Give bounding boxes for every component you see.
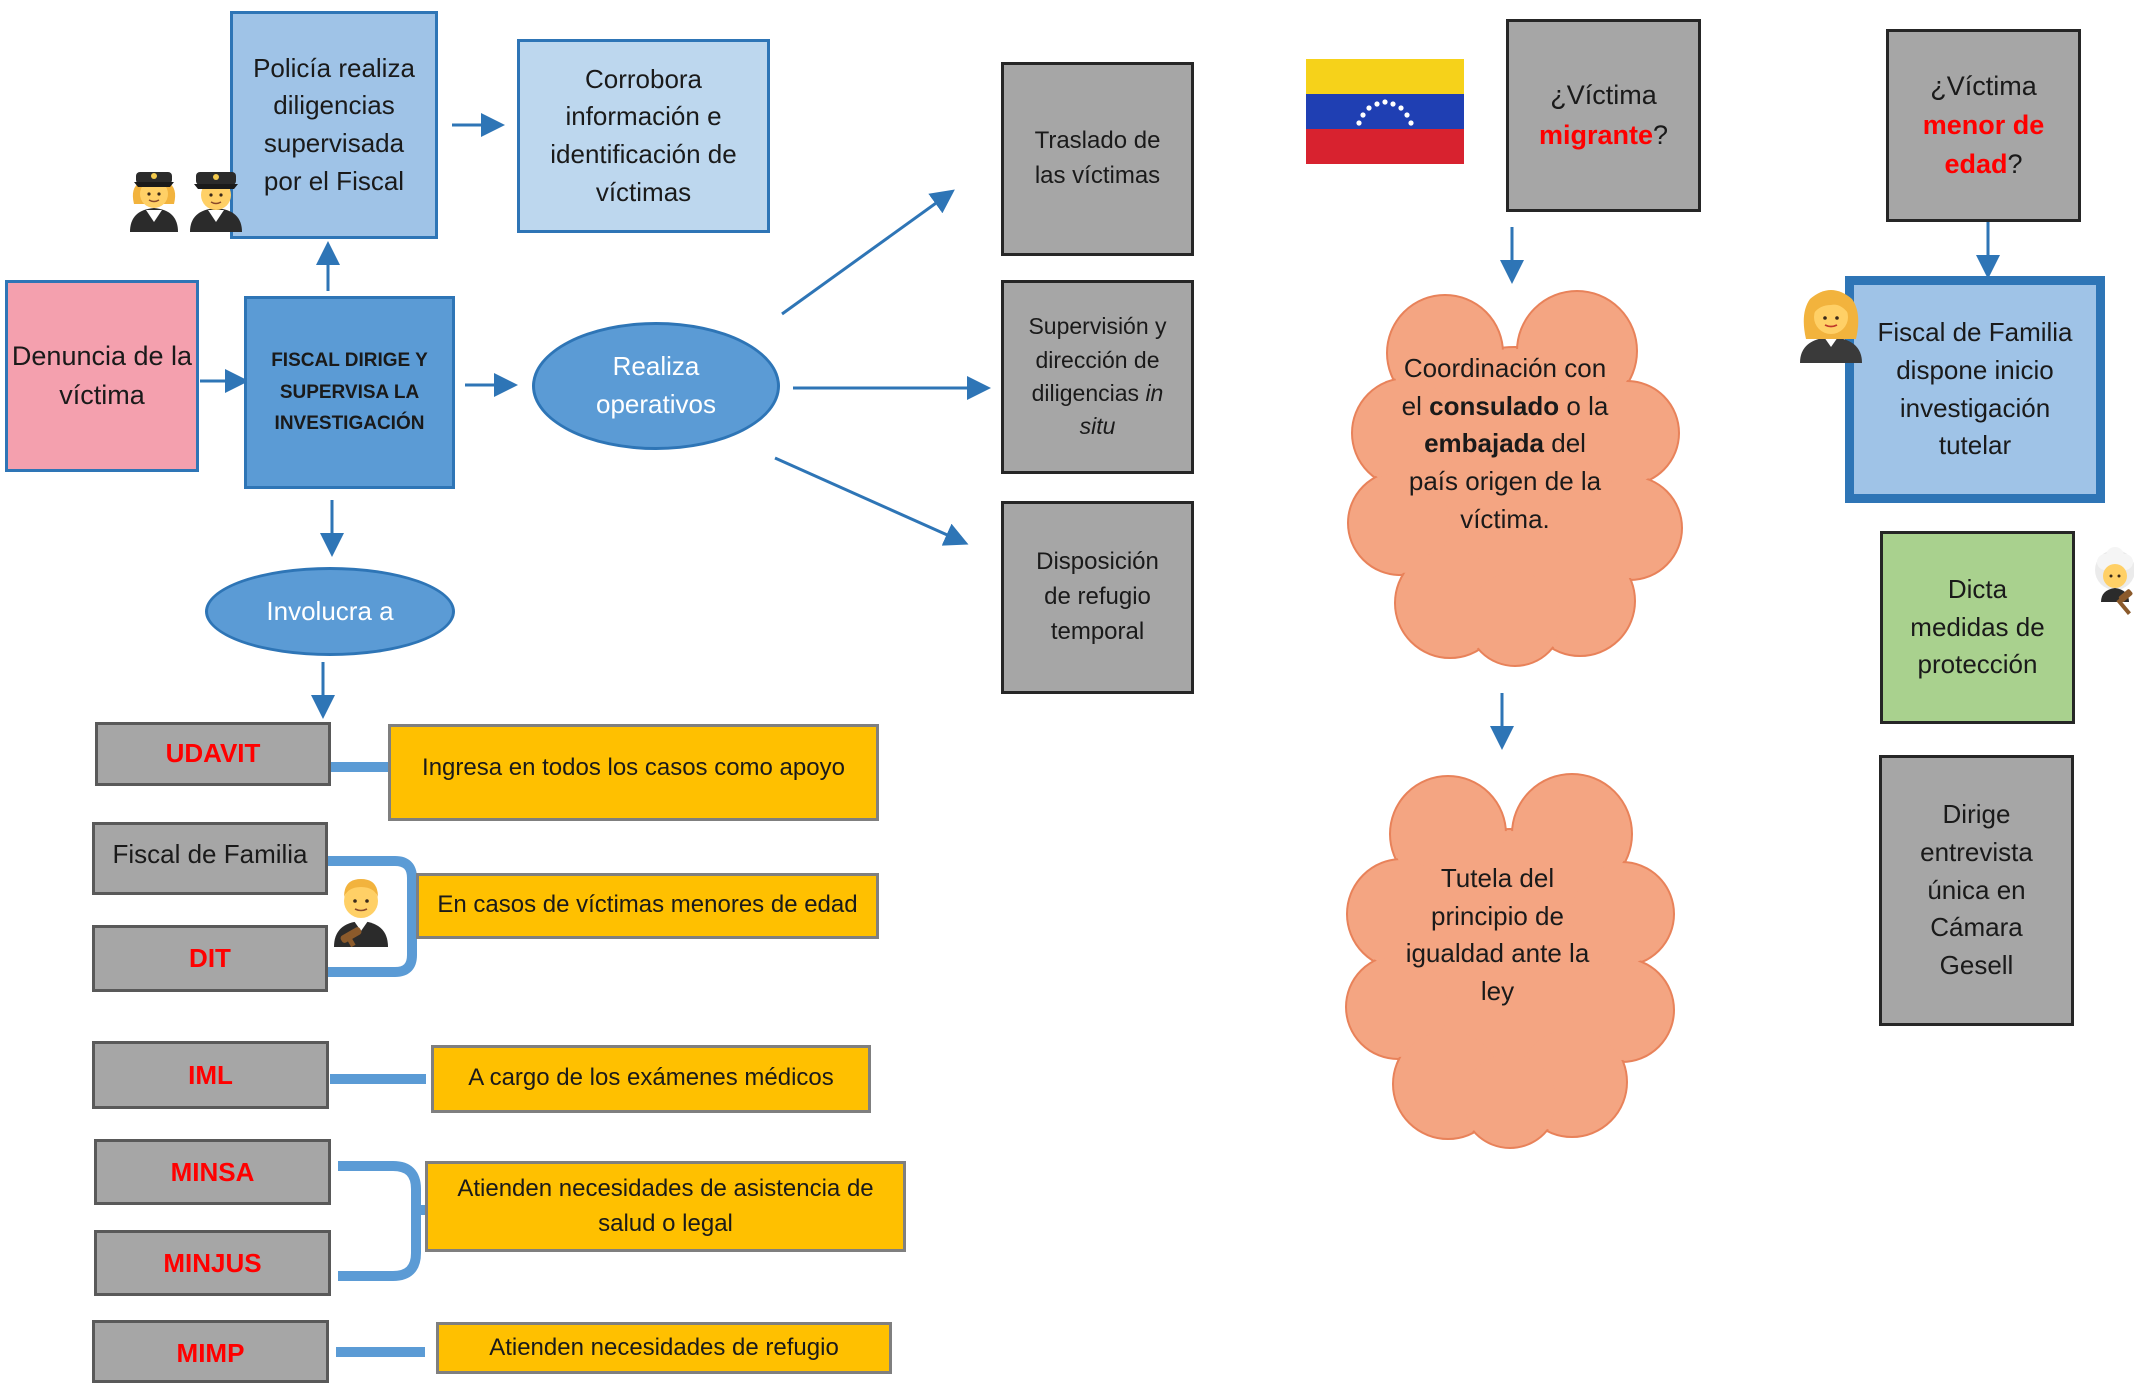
migrante-question-text: ¿Víctima migrante? bbox=[1538, 80, 1669, 150]
coordinacion-text: Coordinación con el consulado o la embaj… bbox=[1401, 353, 1609, 534]
corrobora-text: Corrobora información e identificación d… bbox=[550, 63, 737, 207]
iml-desc-box: A cargo de los exámenes médicos bbox=[431, 1045, 871, 1113]
udavit-label: UDAVIT bbox=[165, 738, 261, 768]
coordinacion-cloud bbox=[1347, 290, 1683, 667]
arrow-realiza-to-traslado bbox=[781, 189, 955, 316]
venezuela-flag-icon bbox=[1306, 59, 1464, 164]
mimp-box: MIMP bbox=[92, 1320, 329, 1383]
corrobora-box: Corrobora información e identificación d… bbox=[517, 39, 770, 233]
disposicion-text: Disposición de refugio temporal bbox=[1036, 548, 1159, 645]
minjus-box: MINJUS bbox=[94, 1230, 331, 1296]
police-officers-icon bbox=[130, 172, 242, 232]
judge-man-icon bbox=[334, 879, 388, 947]
involucra-oval: Involucra a bbox=[205, 567, 455, 656]
realiza-text: Realiza operativos bbox=[596, 351, 716, 419]
dirige-entrevista-text: Dirige entrevista única en Cámara Gesell bbox=[1920, 799, 2033, 981]
menores-desc-box: En casos de víctimas menores de edad bbox=[416, 873, 879, 939]
policia-box: Policía realiza diligencias supervisada … bbox=[230, 11, 438, 239]
salud-desc-box: Atienden necesidades de asistencia de sa… bbox=[425, 1161, 906, 1252]
tutela-cloud bbox=[1345, 773, 1675, 1149]
dit-label: DIT bbox=[189, 943, 231, 973]
woman-official-icon bbox=[1800, 290, 1862, 363]
menores-desc-text: En casos de víctimas menores de edad bbox=[437, 891, 858, 918]
bracket-fiscal-dit bbox=[325, 856, 417, 977]
fiscal-dirige-text: FISCAL DIRIGE Y SUPERVISA LA INVESTIGACI… bbox=[271, 350, 428, 435]
supervision-text: Supervisión y dirección de diligencias i… bbox=[1028, 313, 1167, 440]
policia-text: Policía realiza diligencias supervisada … bbox=[253, 52, 415, 196]
udavit-desc-text: Ingresa en todos los casos como apoyo bbox=[422, 754, 845, 781]
traslado-box: Traslado de las víctimas bbox=[1001, 62, 1194, 256]
fiscal-familia-label: Fiscal de Familia bbox=[112, 839, 308, 869]
menor-question-text: ¿Víctima menor de edad? bbox=[1922, 70, 2045, 180]
udavit-box: UDAVIT bbox=[95, 722, 331, 786]
dit-box: DIT bbox=[92, 925, 328, 992]
menor-question-box: ¿Víctima menor de edad? bbox=[1886, 29, 2081, 222]
tutela-text: Tutela del principio de igualdad ante la… bbox=[1405, 863, 1590, 1007]
iml-box: IML bbox=[92, 1041, 329, 1109]
fiscal-familia-box: Fiscal de Familia bbox=[92, 822, 328, 895]
fiscal-familia-tutelar-box: Fiscal de Familia dispone inicio investi… bbox=[1845, 276, 2105, 503]
iml-label: IML bbox=[188, 1060, 233, 1090]
iml-desc-text: A cargo de los exámenes médicos bbox=[468, 1064, 834, 1091]
minjus-label: MINJUS bbox=[163, 1248, 262, 1278]
denuncia-text: Denuncia de la víctima bbox=[11, 340, 193, 410]
involucra-text: Involucra a bbox=[266, 595, 394, 626]
disposicion-box: Disposición de refugio temporal bbox=[1001, 501, 1194, 694]
dicta-medidas-text: Dicta medidas de protección bbox=[1910, 573, 2045, 680]
bracket-minsa-minjus bbox=[338, 1161, 421, 1281]
salud-desc-text: Atienden necesidades de asistencia de sa… bbox=[457, 1174, 874, 1237]
traslado-text: Traslado de las víctimas bbox=[1034, 127, 1161, 189]
mimp-label: MIMP bbox=[176, 1338, 245, 1368]
minsa-label: MINSA bbox=[170, 1157, 255, 1187]
mimp-desc-text: Atienden necesidades de refugio bbox=[489, 1333, 839, 1361]
judge-gavel-icon bbox=[2095, 547, 2134, 615]
fiscal-dirige-box: FISCAL DIRIGE Y SUPERVISA LA INVESTIGACI… bbox=[244, 296, 455, 489]
migrante-question-box: ¿Víctima migrante? bbox=[1506, 19, 1701, 212]
dirige-entrevista-box: Dirige entrevista única en Cámara Gesell bbox=[1879, 755, 2074, 1026]
supervision-box: Supervisión y dirección de diligencias i… bbox=[1001, 280, 1194, 474]
arrow-realiza-to-disposicion bbox=[774, 456, 969, 546]
udavit-desc-box: Ingresa en todos los casos como apoyo bbox=[388, 724, 879, 821]
denuncia-box: Denuncia de la víctima bbox=[5, 280, 199, 472]
dicta-medidas-box: Dicta medidas de protección bbox=[1880, 531, 2075, 724]
minsa-box: MINSA bbox=[94, 1139, 331, 1205]
realiza-operativos-oval: Realiza operativos bbox=[532, 322, 780, 450]
fiscal-familia-tutelar-text: Fiscal de Familia dispone inicio investi… bbox=[1877, 317, 2073, 461]
mimp-desc-box: Atienden necesidades de refugio bbox=[436, 1322, 892, 1374]
